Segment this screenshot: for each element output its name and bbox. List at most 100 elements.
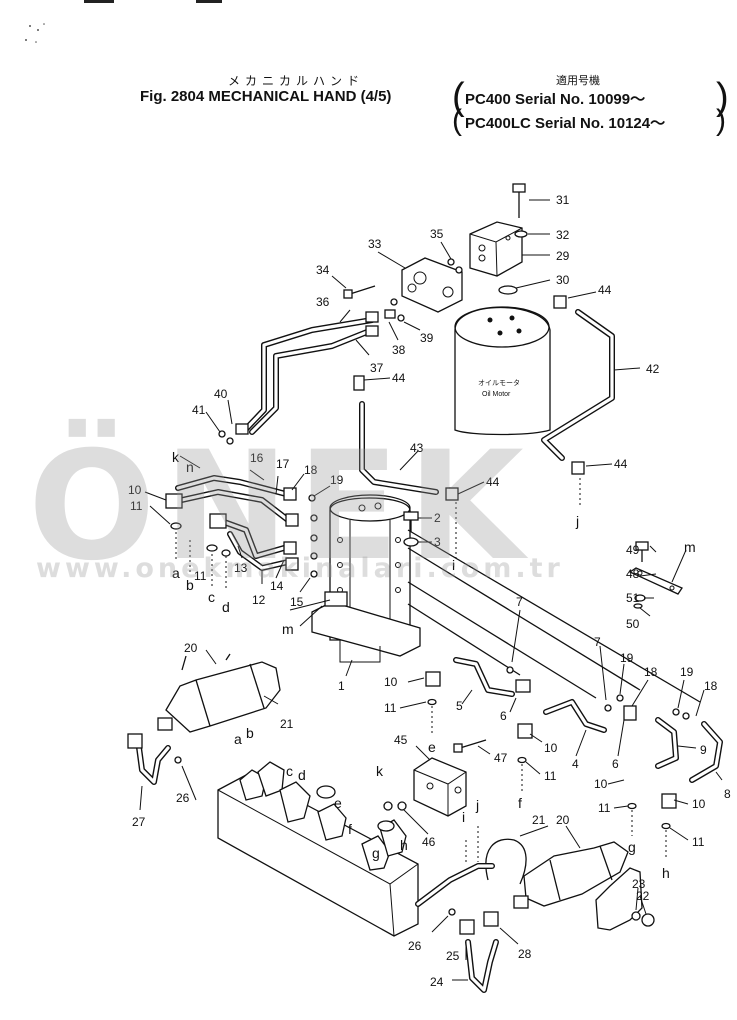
elbow-25 [459,919,475,935]
bracket-m [324,591,348,607]
letter-g-top: g [628,839,636,855]
label-41: 41 [192,403,206,417]
label-44-a: 44 [598,283,612,297]
label-47: 47 [494,751,508,765]
label-30: 30 [556,273,570,287]
hose-37 [249,327,375,435]
valve-45 [413,757,467,817]
scan-speckles [25,0,222,43]
elbows-10-6-right [425,671,677,809]
label-27: 27 [132,815,146,829]
label-15: 15 [290,595,304,609]
o-rings-19-15 [308,494,318,578]
label-25: 25 [446,949,460,963]
label-11-right-b: 11 [598,801,611,815]
label-5: 5 [456,699,463,713]
valve-33 [401,257,463,313]
label-19-left: 19 [330,473,344,487]
letter-b-top: b [186,577,194,593]
serial-line-pc400: PC400 Serial No. 10099～ [465,91,646,108]
label-9: 9 [700,743,707,757]
oil-motor: オイルモータ Oil Motor [454,306,551,436]
hose-36-fitting [365,311,379,323]
label-19-b: 19 [680,665,694,679]
label-17: 17 [276,457,290,471]
label-10-far: 10 [692,797,706,811]
u-hose-21 [485,838,527,885]
accumulator-left [157,653,281,733]
label-18-a: 18 [644,665,658,679]
connection-lines [175,478,667,862]
label-10-right: 10 [544,741,558,755]
oil-motor-label-jp: オイルモータ [478,378,520,387]
label-43: 43 [410,441,424,455]
nut-50 [633,603,643,609]
letter-m-right: m [684,539,696,555]
label-26-left: 26 [176,791,190,805]
fitting-18-b [285,513,299,527]
tube-42 [541,309,615,461]
label-34: 34 [316,263,330,277]
washer-23 [631,911,641,921]
label-36: 36 [316,295,330,309]
label-24: 24 [430,975,444,989]
o-ring-39b [397,314,405,322]
fitting-14-a [283,541,297,555]
oil-motor-label: Oil Motor [482,391,511,398]
hose-37-fitting [365,325,379,337]
label-29: 29 [556,249,570,263]
hose-13 [221,519,287,559]
label-28: 28 [518,947,532,961]
connection-letters: k n a b c d m m i j e f g h a b c d k e … [172,449,696,881]
tube-9 [655,717,679,769]
bracket-23 [595,867,643,931]
bracket-48 [628,567,683,595]
o-ring-26-left [174,756,182,764]
letter-i-bottom: i [462,809,465,825]
elbow-44-a [553,295,567,309]
letter-h-bottom: h [400,837,408,853]
o-ring-30 [498,285,518,295]
bolt-34 [343,285,376,299]
label-11-lower: 11 [194,569,207,583]
letter-n: n [186,459,194,475]
label-11-mid: 11 [384,701,397,715]
elbow-44-b [571,461,585,475]
watermark-url: www.onekmakinalari.com.tr [36,553,564,584]
label-45: 45 [394,733,408,747]
letter-k-bottom: k [376,763,384,779]
letter-c-top: c [208,589,215,605]
label-49: 49 [626,543,640,557]
bolt-49 [635,541,649,562]
letter-m-left: m [282,621,294,637]
letter-e-top: e [428,739,436,755]
label-40: 40 [214,387,228,401]
letter-h-top: h [662,865,670,881]
label-48: 48 [626,567,640,581]
bracket-left-2: ( [452,104,462,137]
elbow-10-left [165,493,183,509]
figure-title: Fig. 2804 MECHANICAL HAND (4/5) [140,88,392,105]
fitting-38 [384,309,396,319]
tube-5 [453,657,515,697]
label-7-b: 7 [594,635,601,649]
o-ring-35b [455,266,463,274]
pipe-27 [135,737,171,785]
o-ring-26-lower [448,908,456,916]
label-3: 3 [434,535,441,549]
label-4: 4 [572,757,579,771]
o-rings-46 [383,801,407,811]
label-19-a: 19 [620,651,634,665]
label-1: 1 [338,679,345,693]
elbow-44-c [353,375,365,391]
bracket-right: ) [716,76,729,118]
letter-f-bottom: f [348,821,352,837]
o-ring-41b [226,437,234,445]
elbow-28 [483,911,499,927]
label-7-a: 7 [516,595,523,609]
fitting-14-b [285,557,299,571]
letter-c-bottom: c [286,763,293,779]
hose-17 [179,489,291,523]
hose-16 [175,475,289,497]
